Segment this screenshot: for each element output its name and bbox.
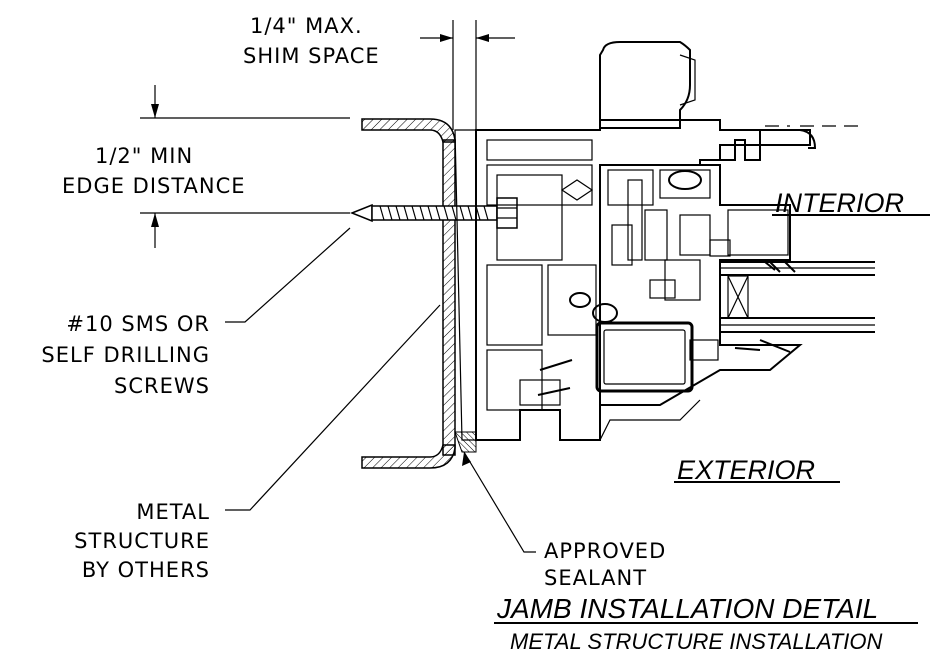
shim-label-line2: SHIM SPACE bbox=[243, 44, 380, 68]
metal-structure bbox=[361, 118, 456, 469]
screw-label-line2: SELF DRILLING bbox=[41, 343, 210, 367]
shim-label-line1: 1/4" MAX. bbox=[250, 14, 363, 38]
edge-label-line1: 1/2" MIN bbox=[95, 144, 193, 168]
exterior-label: EXTERIOR bbox=[677, 455, 815, 485]
window-frame bbox=[454, 41, 875, 453]
edge-label-line2: EDGE DISTANCE bbox=[62, 174, 246, 198]
drawing-subtitle: METAL STRUCTURE INSTALLATION bbox=[510, 629, 883, 654]
sealant-label-line2: SEALANT bbox=[544, 566, 647, 590]
metal-label-line2: STRUCTURE bbox=[74, 529, 210, 553]
metal-label-line3: BY OTHERS bbox=[82, 558, 210, 582]
edge-dimension bbox=[140, 85, 350, 248]
interior-label: INTERIOR bbox=[775, 188, 904, 218]
screw bbox=[349, 197, 518, 229]
screw-label-line3: SCREWS bbox=[114, 374, 210, 398]
metal-label-line1: METAL bbox=[136, 500, 210, 524]
leaders bbox=[225, 227, 536, 553]
sealant-label-line1: APPROVED bbox=[544, 539, 666, 563]
drawing-title: JAMB INSTALLATION DETAIL bbox=[496, 593, 878, 624]
screw-label-line1: #10 SMS OR bbox=[66, 312, 210, 336]
shim-dimension bbox=[420, 20, 515, 130]
